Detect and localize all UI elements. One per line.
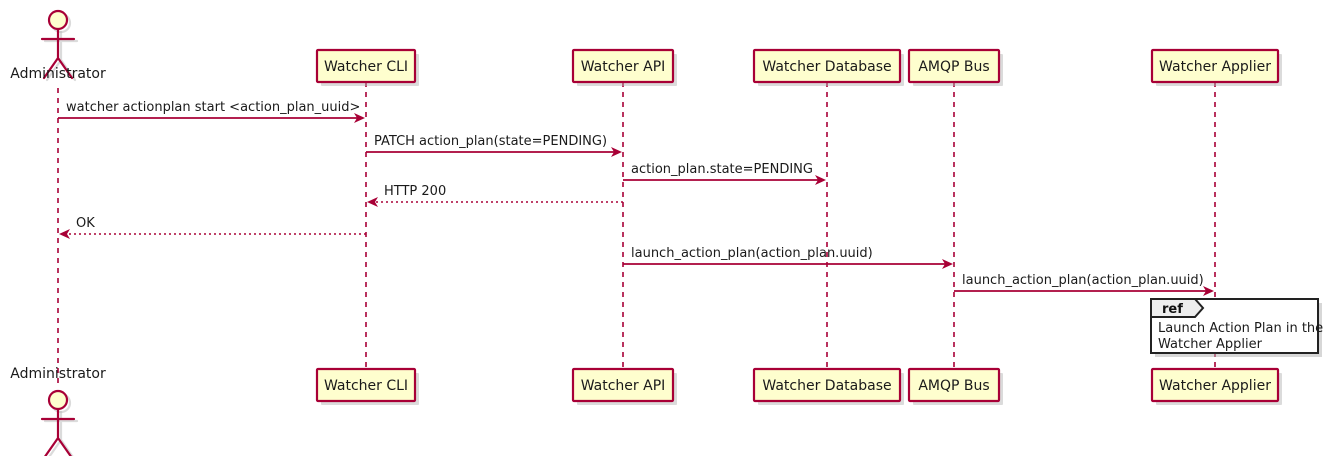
participant-label: Watcher CLI xyxy=(324,378,408,394)
participant-box[interactable] xyxy=(1150,48,1280,84)
message-msg-1[interactable]: watcher actionplan start <action_plan_uu… xyxy=(58,100,365,123)
actor-body-shadow xyxy=(43,30,79,82)
participant-amqp-bus[interactable]: AMQP Bus xyxy=(907,367,1003,405)
actor-head-icon xyxy=(47,9,69,31)
participant-label: Watcher Applier xyxy=(1159,59,1271,75)
participant-label: Watcher CLI xyxy=(324,59,408,75)
actor-label: Administrator xyxy=(10,366,106,382)
participant-amqp-bus[interactable]: AMQP Bus xyxy=(907,48,1003,86)
participant-box[interactable] xyxy=(571,48,675,84)
participant-label: Watcher Applier xyxy=(1159,378,1271,394)
message-label: launch_action_plan(action_plan.uuid) xyxy=(962,273,1204,288)
participant-box[interactable] xyxy=(907,48,1001,84)
participant-box[interactable] xyxy=(752,367,902,403)
ref-fragment-tab-label: ref xyxy=(1162,302,1183,317)
participant-watcher-applier[interactable]: Watcher Applier xyxy=(1150,367,1282,405)
participant-watcher-api[interactable]: Watcher API xyxy=(571,48,677,86)
actor-body-shadow xyxy=(43,410,79,456)
participant-watcher-applier[interactable]: Watcher Applier xyxy=(1150,48,1282,86)
actor-body-icon xyxy=(40,28,76,80)
message-label: action_plan.state=PENDING xyxy=(631,162,813,177)
message-label: watcher actionplan start <action_plan_uu… xyxy=(66,100,360,115)
participant-box[interactable] xyxy=(315,367,417,403)
message-msg-3[interactable]: action_plan.state=PENDING xyxy=(623,162,826,185)
participant-label: Watcher API xyxy=(581,378,666,394)
participant-label: Watcher API xyxy=(581,59,666,75)
message-label: OK xyxy=(76,216,95,231)
actor-administrator[interactable]: Administrator xyxy=(10,9,106,82)
message-arrowhead xyxy=(1203,286,1214,296)
participant-box[interactable] xyxy=(752,48,902,84)
participant-watcher-database[interactable]: Watcher Database xyxy=(752,48,904,86)
message-msg-7[interactable]: launch_action_plan(action_plan.uuid) xyxy=(954,273,1214,296)
participant-box[interactable] xyxy=(907,367,1001,403)
participant-label: AMQP Bus xyxy=(918,378,989,394)
participant-box[interactable] xyxy=(571,367,675,403)
message-label: HTTP 200 xyxy=(384,184,446,199)
ref-fragment-line: Watcher Applier xyxy=(1158,337,1263,352)
ref-fragment-line: Launch Action Plan in the xyxy=(1158,321,1323,336)
actor-administrator[interactable]: Administrator xyxy=(10,366,106,456)
participant-box[interactable] xyxy=(315,48,417,84)
message-msg-6[interactable]: launch_action_plan(action_plan.uuid) xyxy=(623,246,953,269)
message-arrowhead xyxy=(611,147,622,157)
message-arrowhead xyxy=(354,113,365,123)
participant-watcher-database[interactable]: Watcher Database xyxy=(752,367,904,405)
participant-label: AMQP Bus xyxy=(918,59,989,75)
message-label: launch_action_plan(action_plan.uuid) xyxy=(631,246,873,261)
actor-label: Administrator xyxy=(10,66,106,82)
message-arrowhead xyxy=(367,197,378,207)
participant-label: Watcher Database xyxy=(762,378,891,394)
participant-watcher-cli[interactable]: Watcher CLI xyxy=(315,367,419,405)
message-label: PATCH action_plan(state=PENDING) xyxy=(374,134,607,149)
participant-watcher-cli[interactable]: Watcher CLI xyxy=(315,48,419,86)
message-arrowhead xyxy=(942,259,953,269)
message-arrowhead xyxy=(59,229,70,239)
actor-head-icon xyxy=(47,389,69,411)
ref-fragment-tab xyxy=(1150,298,1205,318)
message-msg-2[interactable]: PATCH action_plan(state=PENDING) xyxy=(366,134,622,157)
message-msg-4[interactable]: HTTP 200 xyxy=(367,184,623,207)
actor-body-icon xyxy=(40,408,76,456)
participant-label: Watcher Database xyxy=(762,59,891,75)
participant-box[interactable] xyxy=(1150,367,1280,403)
message-arrowhead xyxy=(815,175,826,185)
message-msg-5[interactable]: OK xyxy=(59,216,366,239)
participant-watcher-api[interactable]: Watcher API xyxy=(571,367,677,405)
